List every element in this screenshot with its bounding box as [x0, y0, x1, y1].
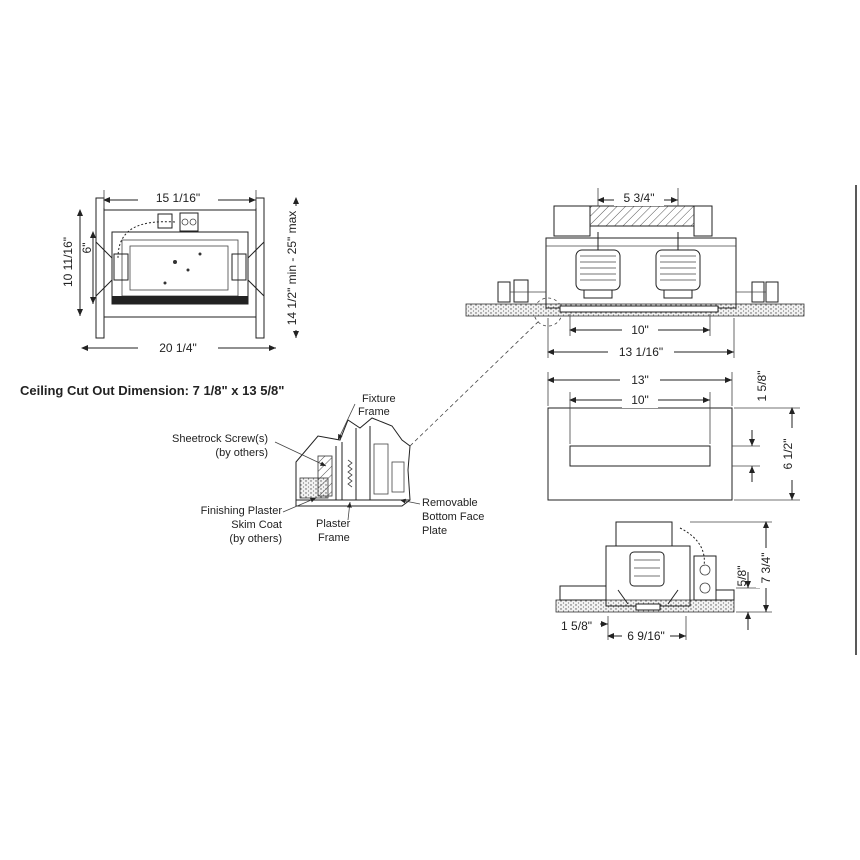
fixture-frame-label-2: Frame: [358, 406, 390, 418]
end-total-v-label: 7 3/4": [759, 553, 773, 584]
sheetrock-screw-label-2: (by others): [215, 447, 268, 459]
side-inner-dim-label: 10": [631, 323, 649, 337]
plan-height-small-label: 1 5/8": [755, 371, 769, 402]
height-right-label: 14 1/2" min - 25" max: [285, 211, 299, 326]
plan-height-total-label: 6 1/2": [781, 439, 795, 470]
fixture-frame-label-1: Fixture: [362, 393, 396, 405]
plan-inner-dim-label: 10": [631, 393, 649, 407]
removable-plate-label-3: Plate: [422, 525, 447, 537]
removable-plate-label-2: Bottom Face: [422, 511, 484, 523]
cutout-dimension-label: Ceiling Cut Out Dimension: 7 1/8" x 13 5…: [20, 383, 284, 398]
sheetrock-screw-label-1: Sheetrock Screw(s): [172, 433, 268, 445]
height-inner-label: 6": [80, 243, 94, 254]
end-small-v-label: 5/8": [735, 566, 749, 587]
height-left-label: 10 11/16": [61, 237, 75, 287]
side-top-dim-label: 5 3/4": [624, 191, 655, 205]
width-top-label: 15 1/16": [156, 191, 200, 205]
finishing-plaster-label-3: (by others): [229, 533, 282, 545]
plaster-frame-label-2: Frame: [318, 532, 350, 544]
detail-section: [274, 297, 563, 521]
top-left-view: [77, 190, 299, 351]
plaster-frame-label-1: Plaster: [316, 518, 351, 530]
width-bottom-label: 20 1/4": [159, 341, 197, 355]
finishing-plaster-label-2: Skim Coat: [231, 519, 282, 531]
end-bottom-dim-label: 6 9/16": [627, 629, 665, 643]
end-left-dim-label: 1 5/8": [561, 619, 592, 633]
side-outer-dim-label: 13 1/16": [619, 345, 663, 359]
plan-outer-dim-label: 13": [631, 373, 649, 387]
end-view: [555, 521, 772, 640]
side-view: [465, 188, 805, 358]
removable-plate-label-1: Removable: [422, 497, 478, 509]
finishing-plaster-label-1: Finishing Plaster: [201, 505, 283, 517]
